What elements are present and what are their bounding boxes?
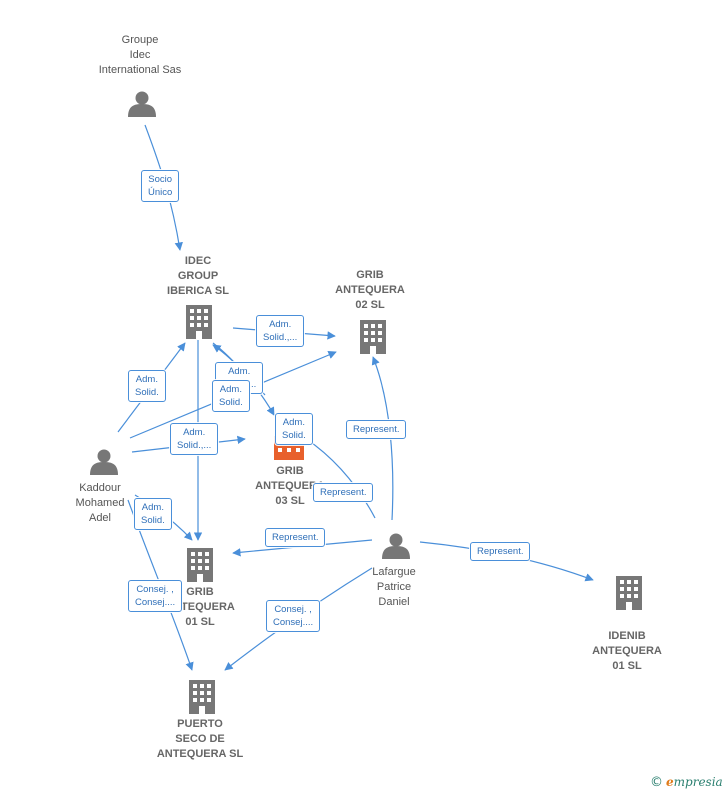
edge-label-represent[interactable]: Represent. [346, 420, 407, 439]
edge-label-adm-solid[interactable]: Adm. Solid. [134, 498, 172, 530]
node-grib-antequera-02[interactable]: GRIB ANTEQUERA 02 SL [335, 269, 405, 311]
person-icon [128, 91, 156, 117]
edge-label-consej[interactable]: Consej. , Consej.... [266, 600, 321, 632]
node-grib-antequera-01[interactable]: GRIB ANTEQUERA 01 SL [165, 586, 235, 628]
building-icon [187, 548, 213, 582]
copyright-icon: © [650, 775, 663, 790]
edge-label-represent[interactable]: Represent. [313, 483, 374, 502]
building-icon [360, 320, 386, 354]
edge-label-socio-unico[interactable]: Socio Único [141, 170, 180, 202]
edge-label-represent[interactable]: Represent. [470, 542, 531, 561]
building-icon [189, 680, 215, 714]
brand-footer[interactable]: ©empresia [650, 775, 723, 790]
edge-label-adm-solid[interactable]: Adm. Solid.,... [170, 423, 219, 455]
node-puerto-seco-de-antequera[interactable]: PUERTO SECO DE ANTEQUERA SL [156, 718, 244, 760]
person-icon [382, 533, 410, 559]
node-grib-antequera-03[interactable]: GRIB ANTEQUERA 03 SL [255, 465, 325, 507]
edge-label-adm-solid[interactable]: Adm. Solid. [212, 380, 250, 412]
edge-label-adm-solid[interactable]: Adm. Solid.,... [256, 315, 305, 347]
edge-label-represent[interactable]: Represent. [265, 528, 326, 547]
edge-label-adm-solid[interactable]: Adm. Solid. [275, 413, 313, 445]
node-lafargue-patrice-daniel[interactable]: Lafargue Patrice Daniel [372, 566, 416, 608]
node-groupe-idec[interactable]: Groupe Idec International Sas [98, 34, 182, 76]
edge-label-consej[interactable]: Consej. , Consej.... [128, 580, 183, 612]
node-idenib-antequera-01[interactable]: IDENIB ANTEQUERA 01 SL [592, 630, 662, 672]
edge-label-adm-solid[interactable]: Adm. Solid. [128, 370, 166, 402]
node-kaddour-mohamed-adel[interactable]: Kaddour Mohamed Adel [75, 482, 125, 524]
brand-e: e [666, 775, 674, 789]
edge-lafargue-grib03 [304, 437, 376, 519]
person-icon [90, 449, 118, 475]
brand-name: mpresia [673, 775, 723, 789]
building-icon [616, 576, 642, 610]
building-icon [186, 305, 212, 339]
node-idec-group-iberica[interactable]: IDEC GROUP IBERICA SL [167, 255, 229, 297]
